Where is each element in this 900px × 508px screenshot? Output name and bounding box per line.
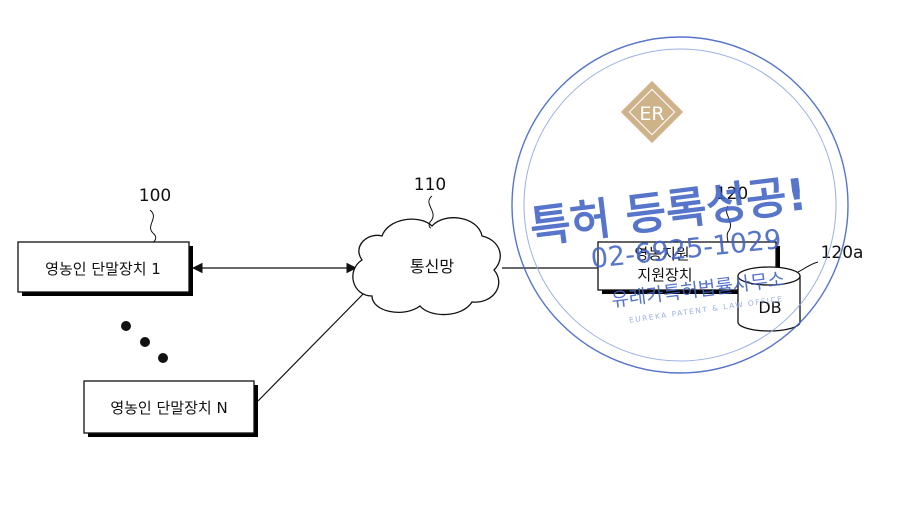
terminal-n-label: 영농인 단말장치 N bbox=[110, 399, 227, 417]
database-leader bbox=[798, 262, 818, 272]
network-label: 통신망 bbox=[410, 257, 454, 276]
network-leader bbox=[429, 196, 433, 228]
dot-2 bbox=[140, 337, 150, 347]
database-ref: 120a bbox=[821, 243, 864, 263]
logo-letters: ER bbox=[639, 103, 664, 125]
ellipsis-dots bbox=[121, 321, 168, 363]
terminal-n-network-link bbox=[258, 287, 370, 401]
terminal-1-ref: 100 bbox=[139, 186, 171, 206]
terminal-n: 영농인 단말장치 N bbox=[84, 381, 258, 437]
dot-1 bbox=[121, 321, 131, 331]
dot-3 bbox=[158, 353, 168, 363]
stamp-logo: ER bbox=[621, 81, 683, 143]
terminal-1: 영농인 단말장치 1 bbox=[18, 242, 193, 296]
network-ref: 110 bbox=[414, 175, 446, 195]
terminal-1-leader bbox=[150, 210, 156, 242]
terminal-1-label: 영농인 단말장치 1 bbox=[45, 260, 161, 278]
